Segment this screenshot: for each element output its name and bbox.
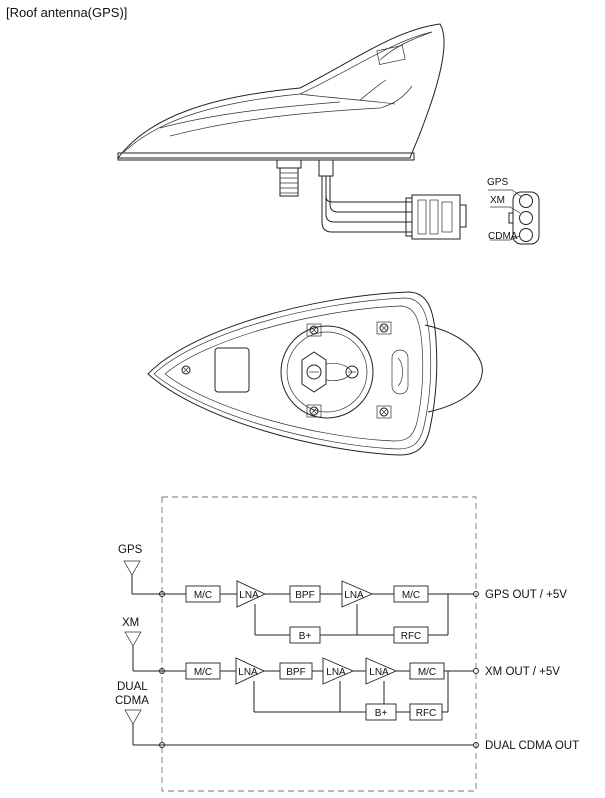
- antenna-side-view: [117, 23, 467, 240]
- gps-mc-2-label: M/C: [402, 590, 420, 601]
- pin-label-xm: XM: [490, 195, 505, 206]
- output-label-xm: XM OUT / +5V: [485, 666, 560, 678]
- input-label-gps: GPS: [118, 544, 143, 556]
- input-label-cdma: CDMA: [115, 695, 149, 707]
- gps-bplus-label: B+: [299, 631, 312, 642]
- xm-mc-1-label: M/C: [194, 667, 212, 678]
- antenna-bottom-view: [147, 291, 483, 456]
- gps-lna-1-label: LNA: [239, 590, 259, 601]
- input-label-xm: XM: [122, 617, 139, 629]
- xm-bplus-label: B+: [375, 708, 388, 719]
- pin-label-gps: GPS: [487, 177, 508, 188]
- xm-lna-2-label: LNA: [326, 667, 346, 678]
- page-title: [Roof antenna(GPS)]: [6, 5, 128, 20]
- output-label-cdma: DUAL CDMA OUT: [485, 740, 579, 752]
- xm-bpf-label: BPF: [286, 667, 305, 678]
- gps-mc-1-label: M/C: [194, 590, 212, 601]
- xm-lna-3-label: LNA: [369, 667, 389, 678]
- connector-pinout: [488, 189, 540, 245]
- gps-bpf-label: BPF: [295, 590, 314, 601]
- gps-lna-2-label: LNA: [344, 590, 364, 601]
- circuit-schematic: [123, 496, 479, 792]
- gps-rfc-label: RFC: [401, 631, 422, 642]
- xm-mc-2-label: M/C: [418, 667, 436, 678]
- xm-rfc-label: RFC: [416, 708, 437, 719]
- output-label-gps: GPS OUT / +5V: [485, 589, 567, 601]
- input-label-dual: DUAL: [117, 681, 148, 693]
- xm-lna-1-label: LNA: [238, 667, 258, 678]
- pin-label-cdma: CDMA: [488, 231, 518, 242]
